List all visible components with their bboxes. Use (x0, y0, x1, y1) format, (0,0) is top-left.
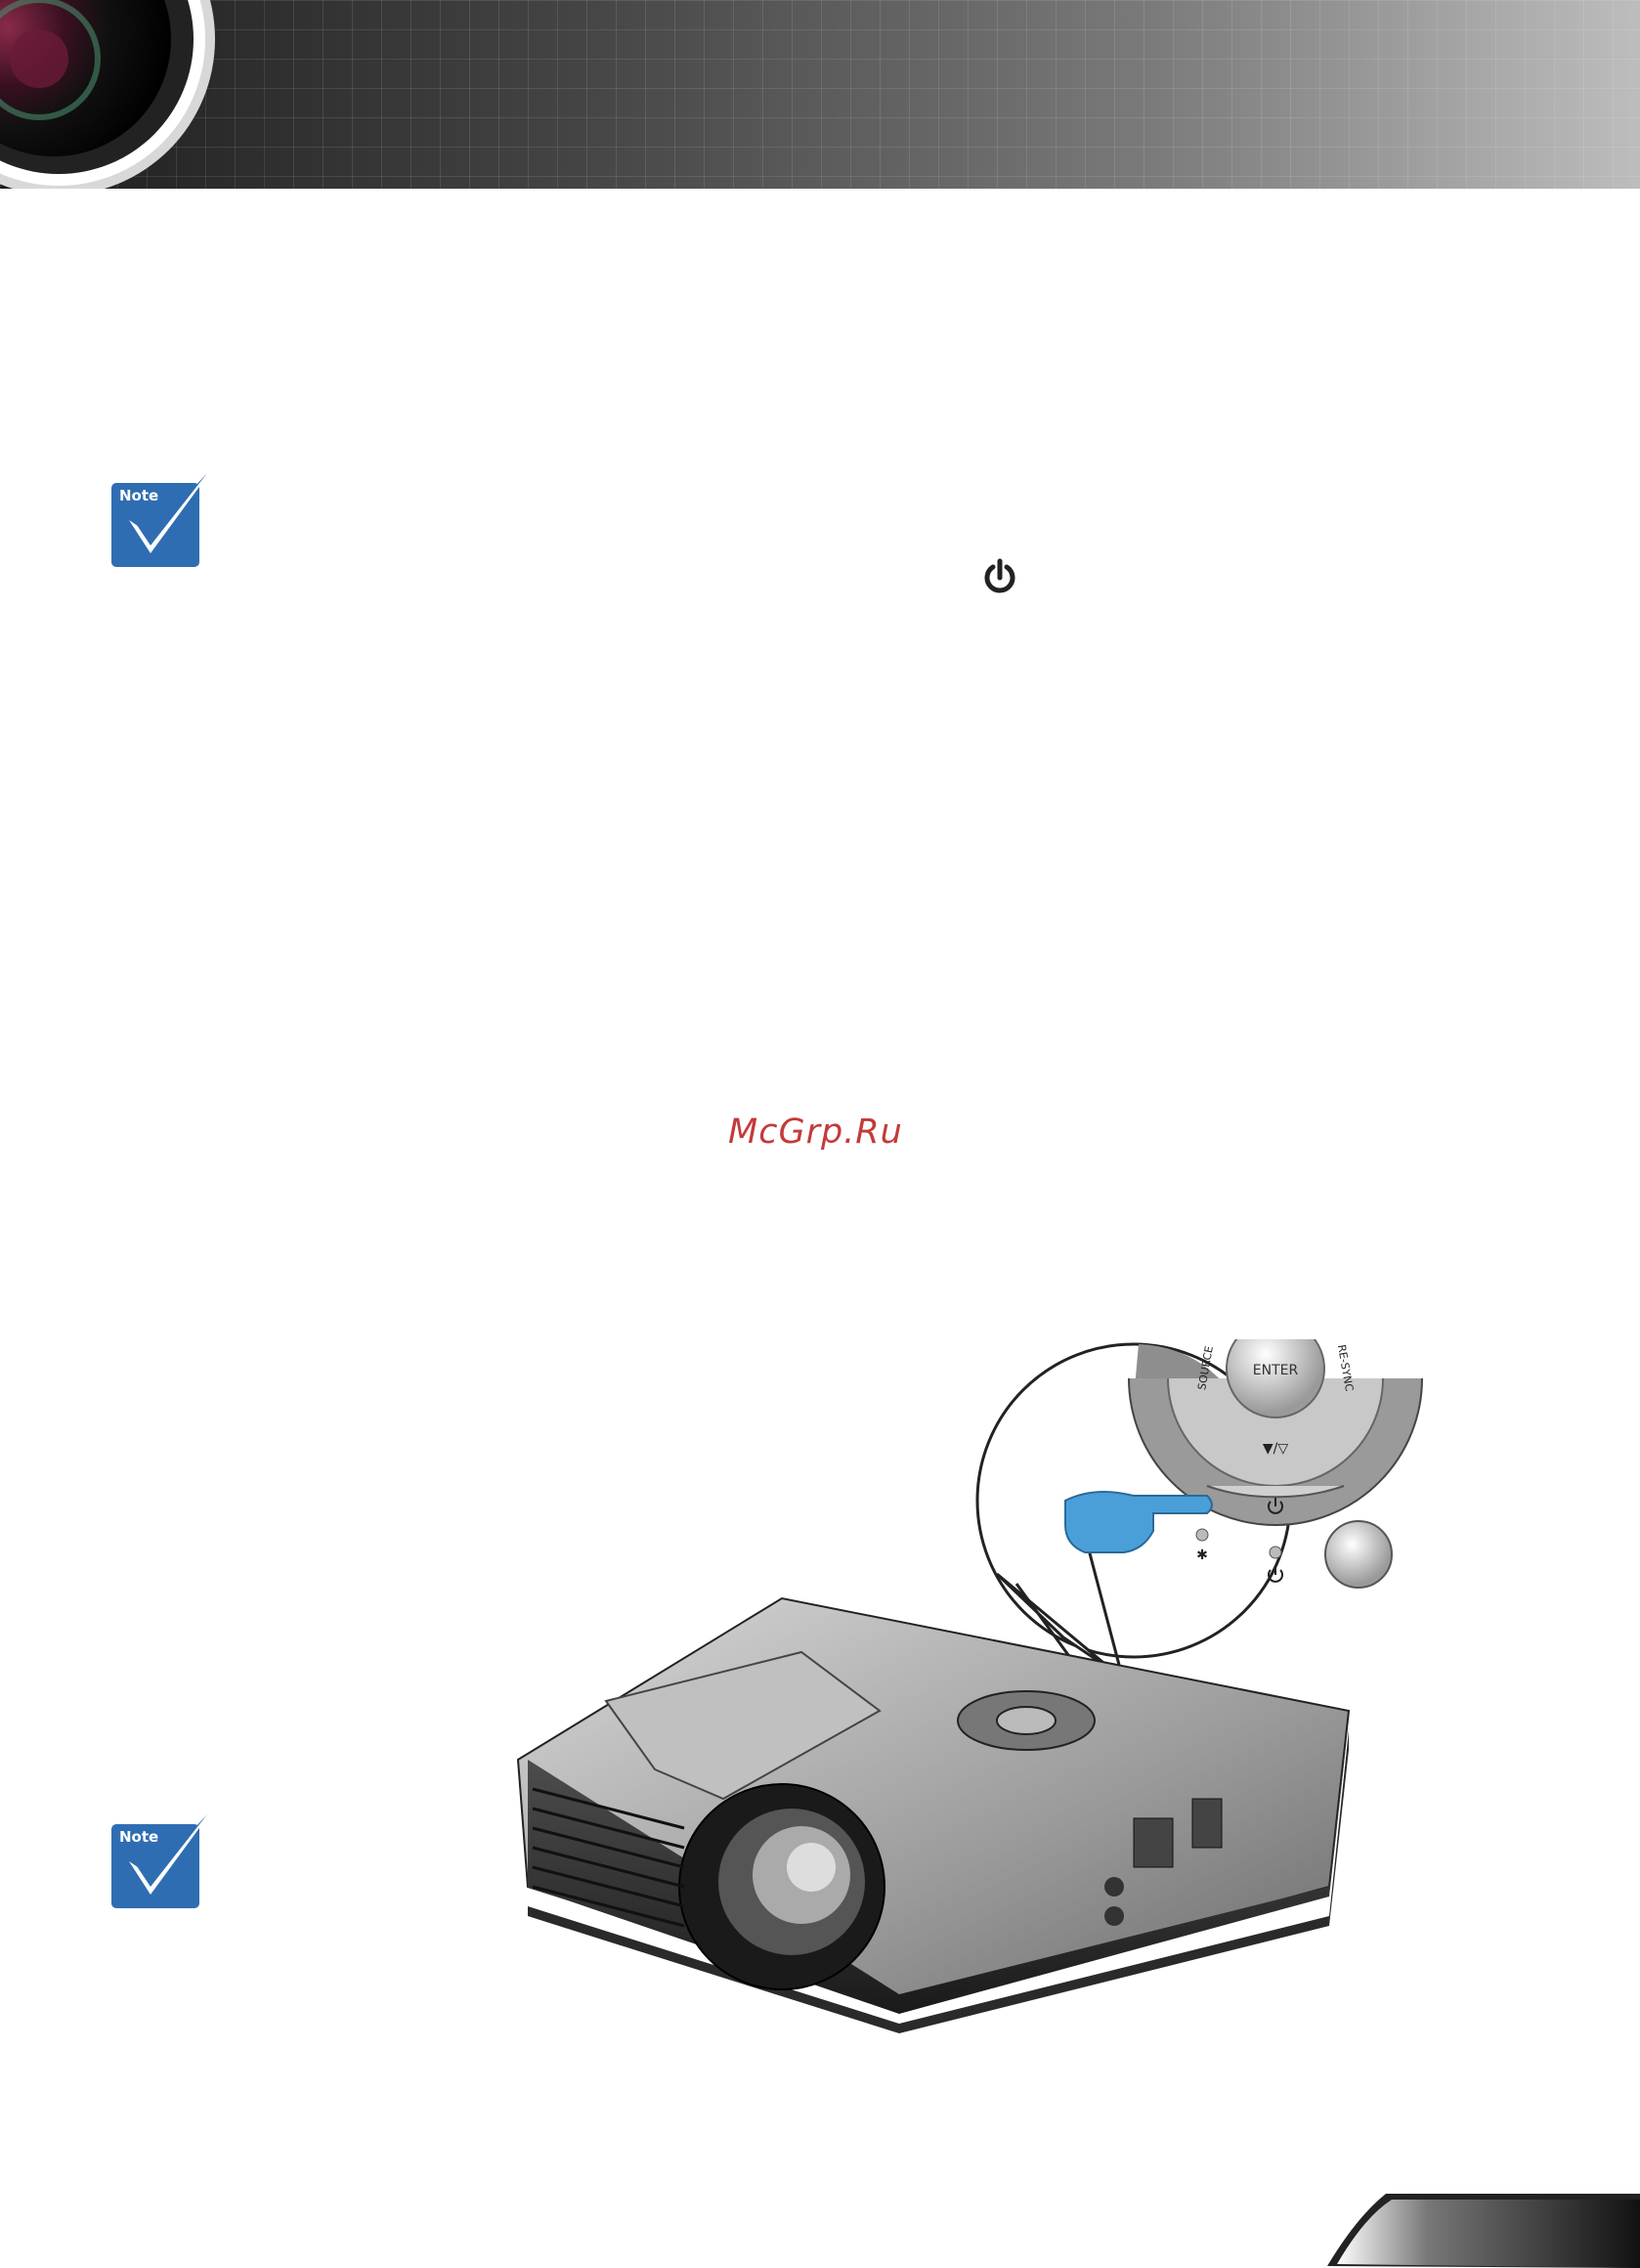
keystone-label: ▼/▽ (1263, 1441, 1288, 1457)
note-icon: Note (111, 465, 215, 567)
header-grid (0, 0, 1640, 189)
lamp-led-icon (1195, 1528, 1209, 1542)
note-label: Note (119, 1828, 158, 1846)
power-led-icon (1269, 1546, 1282, 1559)
note-icon: Note (111, 1807, 215, 1908)
lens-icon (0, 0, 215, 189)
note-label: Note (119, 487, 158, 504)
watermark: McGrp.Ru (728, 1112, 903, 1152)
power-icon (984, 558, 1015, 593)
pointing-hand-icon (1064, 1491, 1213, 1553)
svg-text:✱: ✱ (1196, 1548, 1208, 1563)
page-corner-tab (1327, 2194, 1640, 2268)
enter-label: ENTER (1253, 1363, 1299, 1378)
projector-icon: ENTER ▼/▽ SOURCE RE-SYNC ✱ (516, 1339, 1423, 2033)
power-icon (1268, 1498, 1283, 1514)
header-banner (0, 0, 1640, 189)
